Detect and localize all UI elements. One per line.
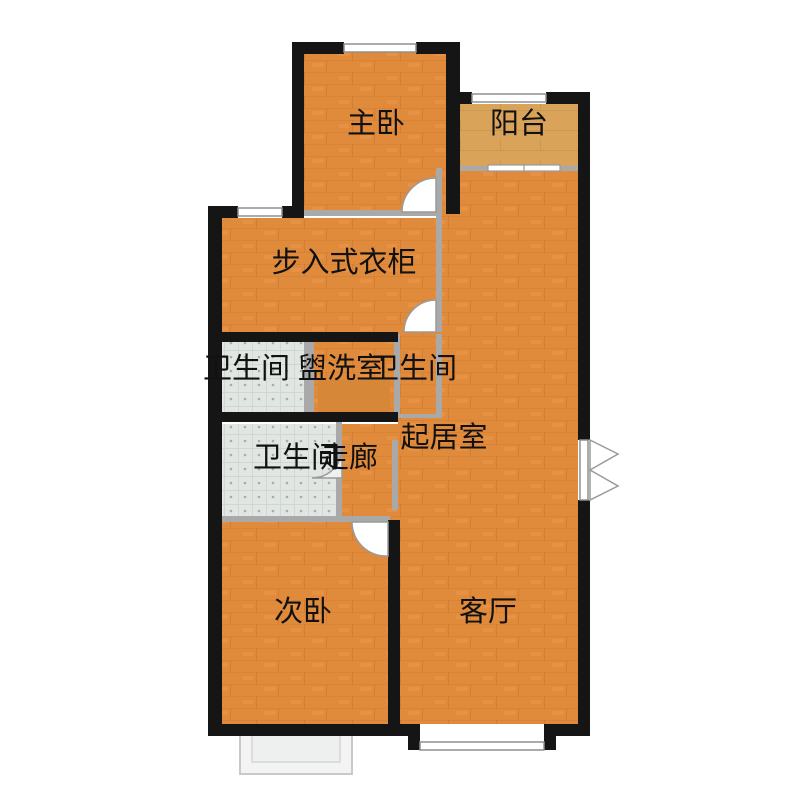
label-living-room: 起居室 <box>400 420 487 454</box>
label-washroom: 盥洗室 <box>298 351 385 385</box>
label-bathroom-2: 卫生间 <box>370 351 457 385</box>
balcony-sliding-door <box>487 164 561 172</box>
label-corridor: 走廊 <box>320 440 378 474</box>
label-bathroom-3: 卫生间 <box>253 440 340 474</box>
exterior-walls <box>208 42 590 750</box>
floors <box>220 52 578 724</box>
label-bathroom-1: 卫生间 <box>203 351 290 385</box>
doors <box>311 177 620 557</box>
label-hall: 客厅 <box>459 594 517 628</box>
label-balcony: 阳台 <box>490 106 548 140</box>
room-labels: 主卧 阳台 步入式衣柜 卫生间 盥洗室 卫生间 起居室 卫生间 走廊 次卧 客厅 <box>203 106 548 628</box>
label-master-bedroom: 主卧 <box>347 106 405 140</box>
label-second-bedroom: 次卧 <box>274 594 332 628</box>
windows <box>237 43 589 751</box>
label-walk-in-closet: 步入式衣柜 <box>271 245 416 279</box>
